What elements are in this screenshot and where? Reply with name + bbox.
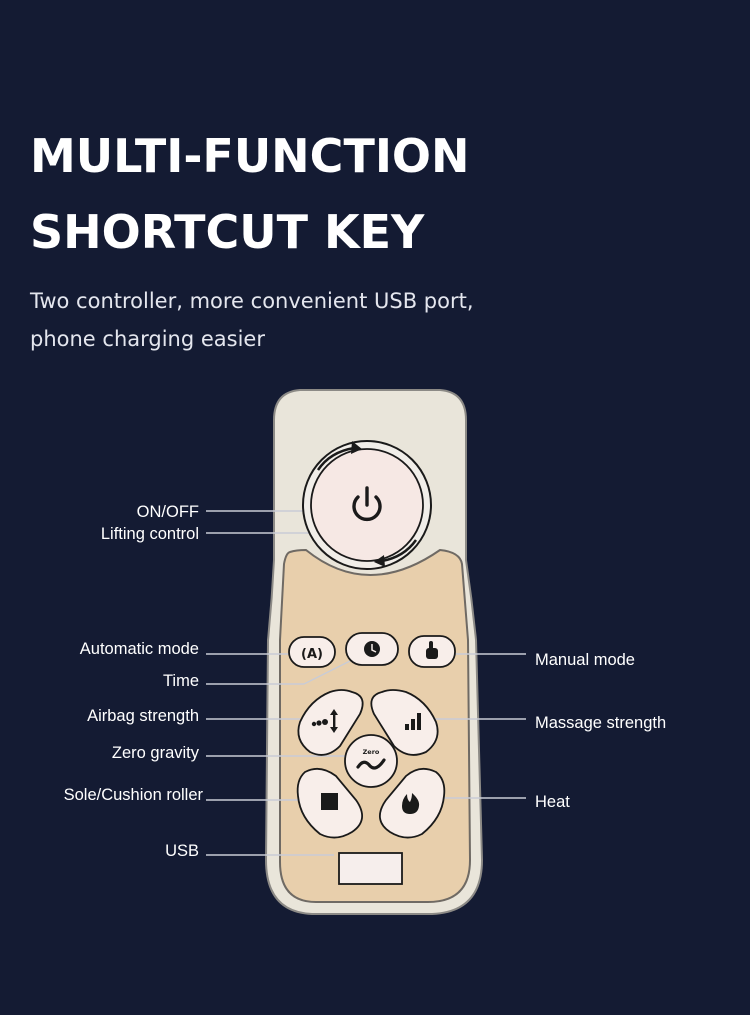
airbag-strength-button[interactable] bbox=[297, 689, 364, 756]
massage-strength-button[interactable] bbox=[370, 689, 439, 756]
page-subtitle: Two controller, more convenient USB port… bbox=[30, 282, 590, 358]
label-massage-strength: Massage strength bbox=[535, 714, 667, 732]
label-lifting-control: Lifting control bbox=[100, 525, 199, 543]
clock-icon bbox=[364, 641, 380, 657]
subtitle-line-2: phone charging easier bbox=[30, 327, 265, 351]
label-time: Time bbox=[162, 672, 199, 690]
label-heat: Heat bbox=[535, 793, 570, 811]
label-usb: USB bbox=[165, 842, 199, 860]
page-title: MULTI-FUNCTION SHORTCUT KEY bbox=[30, 118, 470, 270]
flame-icon bbox=[402, 793, 420, 814]
rotate-arrow-bottom-icon bbox=[381, 539, 418, 563]
zero-gravity-button[interactable] bbox=[344, 734, 398, 788]
automatic-mode-glyph: (A) bbox=[301, 647, 323, 662]
airbag-strength-icon bbox=[311, 709, 338, 733]
zero-gravity-icon bbox=[356, 758, 386, 770]
signal-bars-icon bbox=[405, 713, 421, 730]
label-on-off: ON/OFF bbox=[136, 503, 199, 521]
label-airbag-strength: Airbag strength bbox=[87, 707, 199, 725]
zero-gravity-glyph: Zero bbox=[363, 748, 380, 756]
label-sole-cushion-roller: Sole/Cushion roller bbox=[63, 786, 203, 804]
arrow-head-bottom bbox=[374, 555, 385, 567]
title-line-1: MULTI-FUNCTION bbox=[30, 129, 470, 183]
square-stop-icon bbox=[321, 793, 338, 810]
arrow-head-top bbox=[351, 441, 362, 454]
automatic-mode-button[interactable] bbox=[288, 636, 336, 668]
subtitle-line-1: Two controller, more convenient USB port… bbox=[30, 289, 474, 313]
hand-icon bbox=[426, 641, 438, 659]
title-line-2: SHORTCUT KEY bbox=[30, 205, 425, 259]
rotate-arrow-top-icon bbox=[316, 446, 355, 471]
usb-port[interactable] bbox=[338, 852, 403, 885]
label-manual-mode: Manual mode bbox=[535, 651, 635, 669]
label-zero-gravity: Zero gravity bbox=[111, 744, 199, 762]
power-icon bbox=[352, 486, 382, 521]
label-automatic-mode: Automatic mode bbox=[79, 640, 199, 658]
